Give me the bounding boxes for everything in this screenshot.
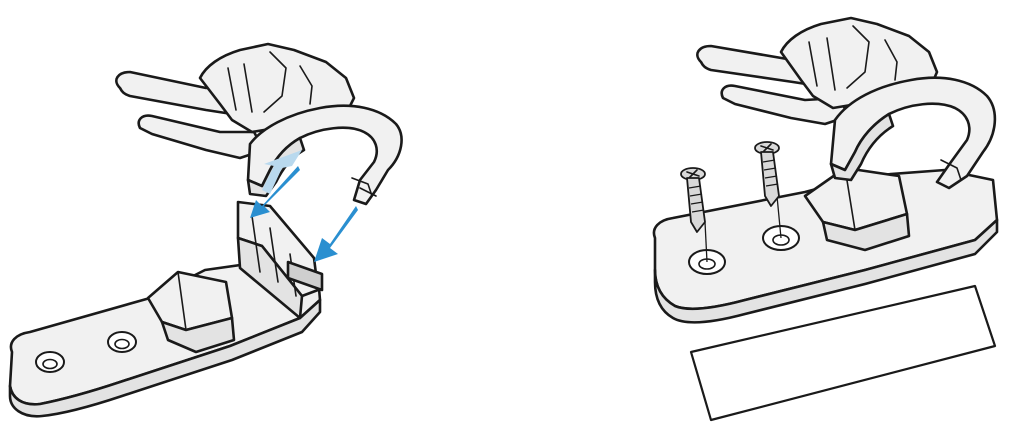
screw <box>680 167 706 233</box>
adhesive-pad <box>689 284 997 422</box>
base-rail <box>236 200 324 320</box>
clip-body <box>696 16 997 190</box>
base-mounting-hole <box>107 331 137 353</box>
base-mounting-hole <box>35 351 65 373</box>
screw <box>754 141 780 207</box>
step-mount-panel <box>652 16 999 422</box>
slide-arrow <box>314 206 358 262</box>
slide-arrow <box>250 166 300 218</box>
base-plate <box>652 168 999 324</box>
step-attach-clip-panel <box>8 42 403 418</box>
clip-body <box>115 42 403 206</box>
slide-arrow-faded <box>262 150 302 194</box>
base-boss <box>146 270 236 354</box>
